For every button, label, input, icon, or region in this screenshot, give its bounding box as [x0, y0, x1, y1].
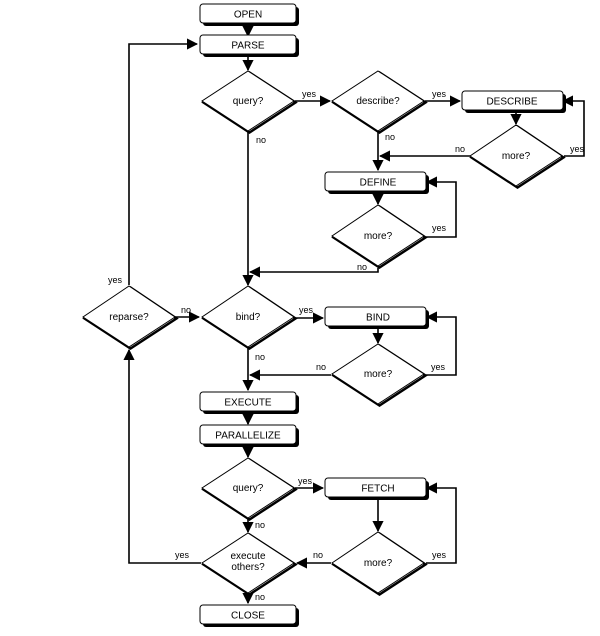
node-parallelize-label: PARALLELIZE: [215, 431, 281, 442]
decision-more4: more?: [331, 531, 428, 596]
decision-bind-label: bind?: [236, 312, 261, 323]
decision-query1: query?: [201, 70, 298, 134]
node-define-label: DEFINE: [360, 178, 397, 189]
edge-label-execute-others-yes: yes: [175, 550, 190, 560]
decision-query2-label: query?: [233, 483, 264, 494]
edge-more3-bind-loop: [425, 311, 457, 376]
edge-label-describe-yes: yes: [432, 89, 447, 99]
edge-reparse-parse-yes: [128, 38, 199, 285]
edge-label-query2-yes: yes: [298, 476, 313, 486]
decision-more3-label: more?: [364, 369, 393, 380]
edge-label-query1-no: no: [256, 135, 266, 145]
edge-more4-fetch-loop: [425, 482, 457, 564]
node-execute-label: EXECUTE: [224, 398, 272, 409]
decision-execute-others-label-line1: execute: [230, 551, 265, 562]
edge-label-more2-no: no: [357, 262, 367, 272]
decision-describe: describe?: [331, 70, 428, 134]
edge-label-describe-no: no: [385, 132, 395, 142]
node-fetch-label: FETCH: [361, 484, 394, 495]
node-open-label: OPEN: [234, 10, 262, 21]
edge-label-more3-yes: yes: [431, 362, 446, 372]
edge-label-more3-no: no: [316, 362, 326, 372]
decision-describe-label: describe?: [356, 96, 400, 107]
decision-more1: more?: [469, 124, 566, 189]
node-execute: EXECUTE: [199, 391, 299, 414]
decision-more3: more?: [331, 343, 428, 407]
edge-label-query2-no: no: [255, 520, 265, 530]
node-define: DEFINE: [324, 171, 429, 194]
decision-more1-label: more?: [502, 151, 531, 162]
edge-label-more1-no: no: [455, 144, 465, 154]
decision-more2: more?: [331, 204, 428, 269]
node-fetch: FETCH: [324, 477, 429, 500]
edge-more2-define-loop: [425, 176, 457, 238]
node-bind: BIND: [324, 306, 429, 329]
decision-more2-label: more?: [364, 231, 393, 242]
node-parallelize: PARALLELIZE: [199, 424, 299, 447]
node-close-label: CLOSE: [231, 611, 265, 622]
node-describe: DESCRIBE: [461, 90, 566, 113]
edge-label-bind-yes: yes: [299, 305, 314, 315]
decision-query1-label: query?: [233, 96, 264, 107]
node-parse-label: PARSE: [231, 41, 264, 52]
node-open: OPEN: [199, 3, 299, 26]
edge-label-query1-yes: yes: [302, 89, 317, 99]
node-bind-label: BIND: [366, 313, 390, 324]
decision-execute-others-label-line2: others?: [231, 562, 265, 573]
edge-label-more2-yes: yes: [432, 223, 447, 233]
edge-label-more1-yes: yes: [570, 144, 585, 154]
edge-label-bind-no: no: [255, 352, 265, 362]
node-close: CLOSE: [199, 604, 299, 627]
edges: [123, 24, 585, 605]
edge-more1-describe-loop: [561, 95, 585, 157]
edge-execute-others-reparse: [123, 348, 201, 564]
edge-label-more4-no: no: [313, 550, 323, 560]
decision-reparse-label: reparse?: [109, 312, 149, 323]
decision-bind: bind?: [201, 285, 298, 350]
edge-label-reparse-yes: yes: [108, 275, 123, 285]
edge-label-execute-others-no: no: [255, 592, 265, 602]
decision-reparse: reparse?: [82, 285, 179, 350]
edge-label-more4-yes: yes: [432, 550, 447, 560]
edge-more2-no: [248, 266, 379, 278]
decision-execute-others: execute others?: [201, 532, 298, 596]
edge-label-reparse-no: no: [181, 305, 191, 315]
node-parse: PARSE: [199, 34, 299, 57]
decision-query2: query?: [201, 457, 298, 521]
node-describe-label: DESCRIBE: [486, 97, 537, 108]
decision-more4-label: more?: [364, 558, 393, 569]
edge-labels: yes no yes no no yes yes no yes no yes n…: [108, 89, 585, 602]
